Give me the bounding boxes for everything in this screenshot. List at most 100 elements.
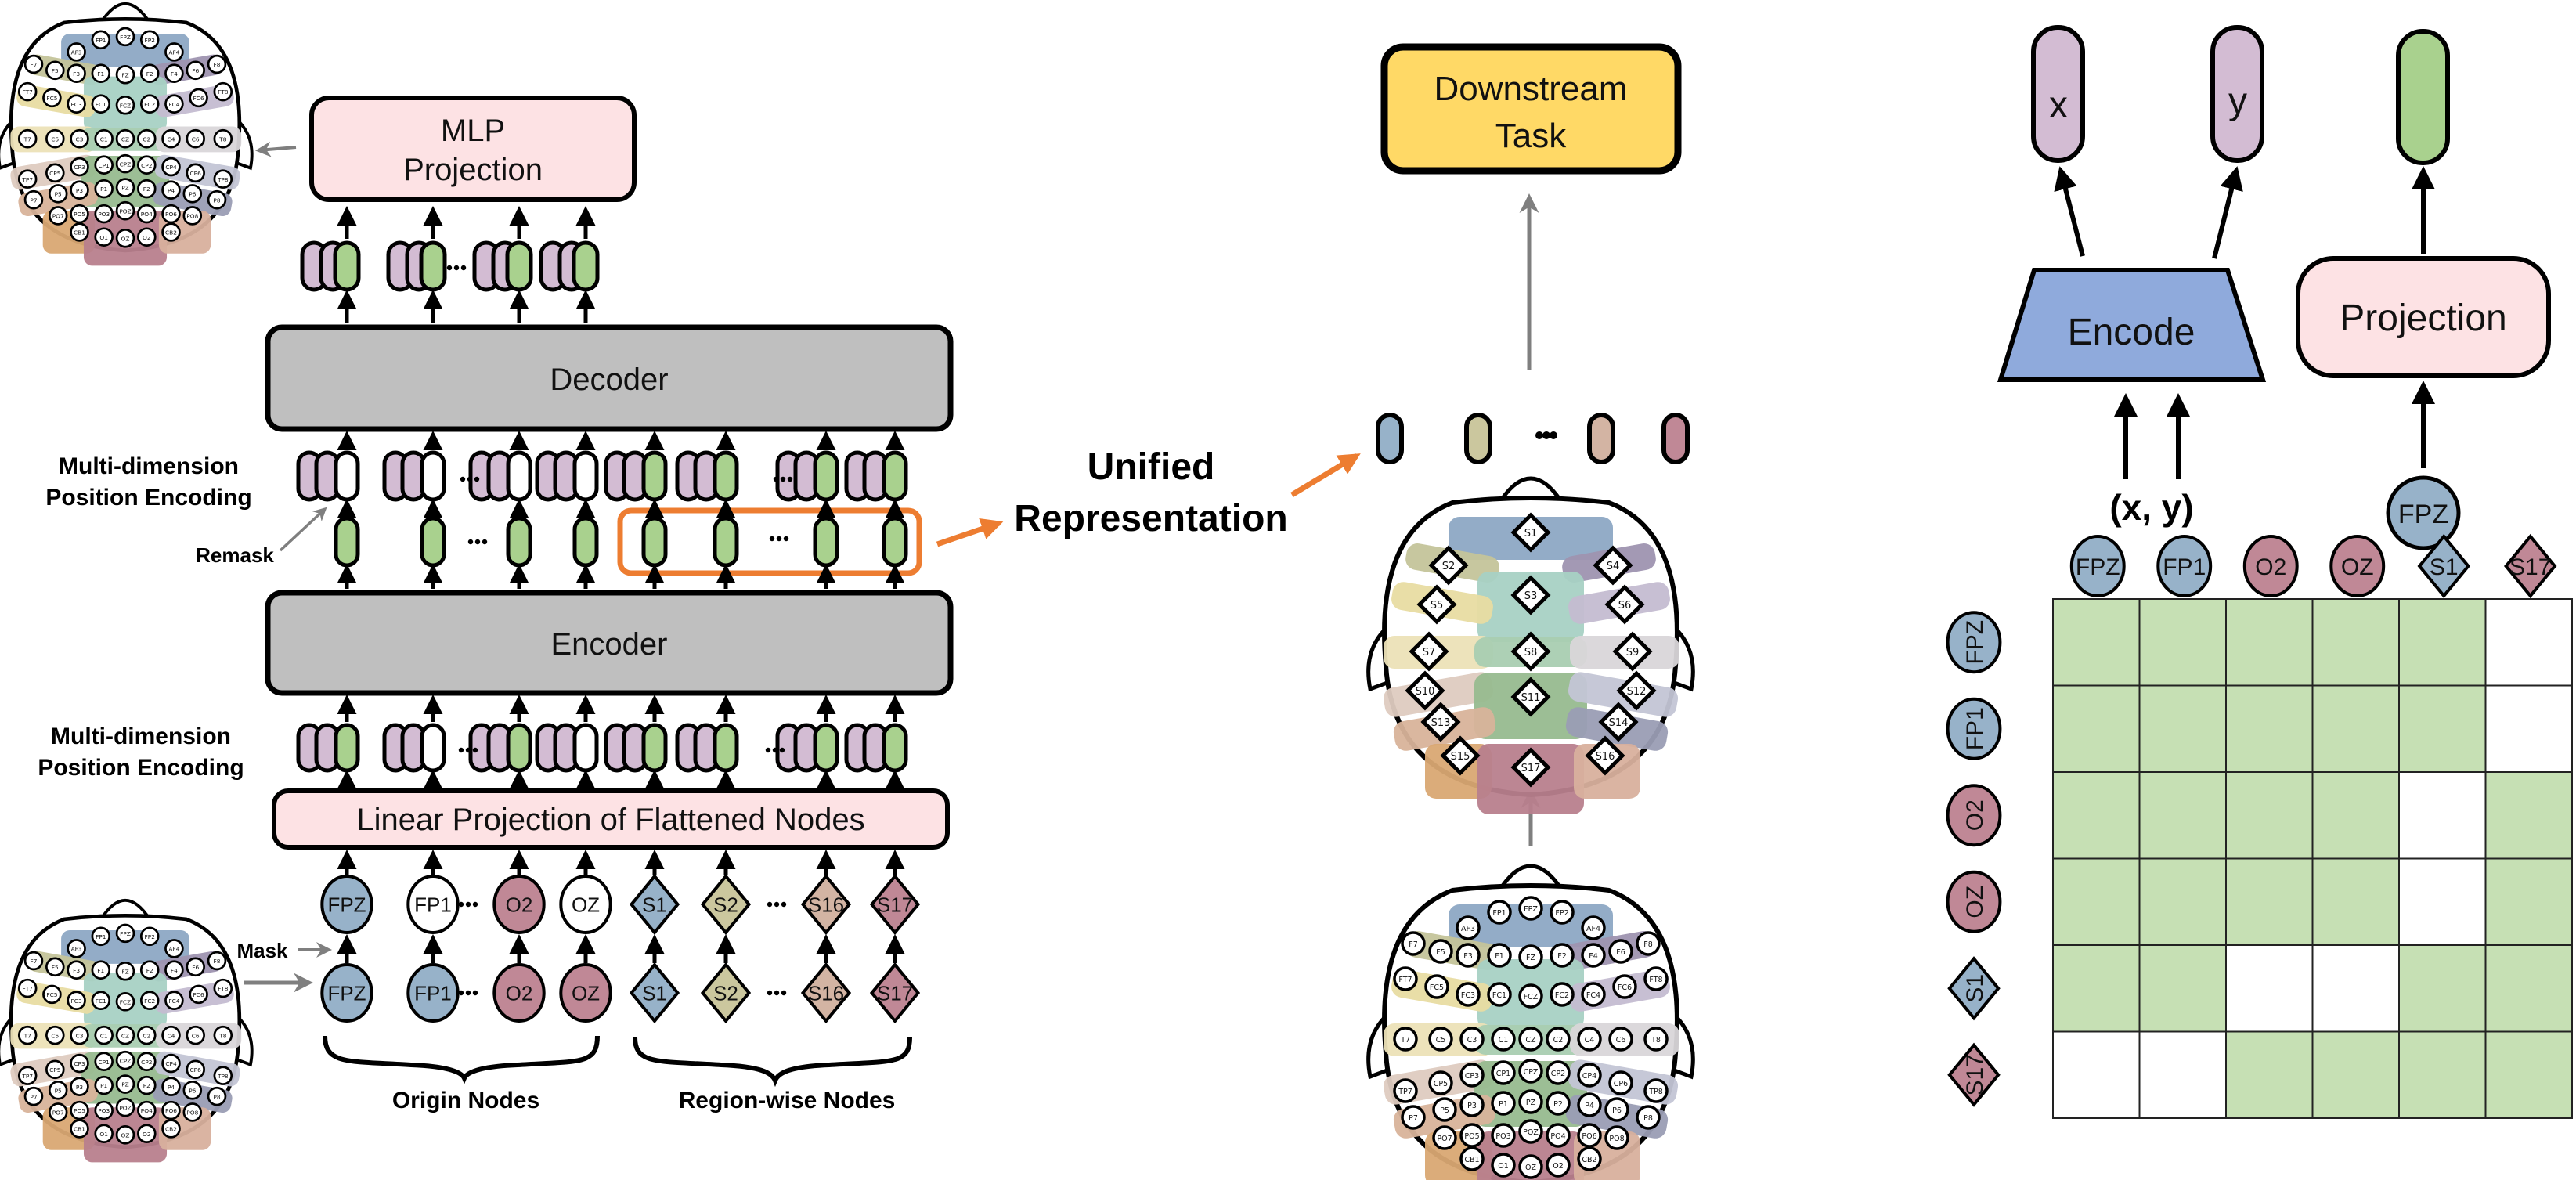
node-label: O2 [1962, 799, 1988, 831]
electrode-dot [161, 157, 181, 177]
electrode-ft7: FT7 [1393, 966, 1418, 991]
electrode-af4: AF4 [1581, 915, 1606, 940]
electrode-label: O1 [1498, 1162, 1509, 1171]
downstream-task-label-2: Task [1495, 117, 1567, 155]
electrode-dot [70, 128, 89, 149]
electrode-label: P8 [213, 197, 220, 204]
decoder-output-group [386, 240, 447, 292]
region-label: S1 [1524, 528, 1538, 539]
masked-node-o2: O2 [492, 875, 546, 934]
electrode-dot [17, 1066, 38, 1085]
electrode-p2: P2 [137, 1075, 157, 1095]
electrode-dot [115, 178, 135, 197]
electrode-f5: F5 [1428, 939, 1453, 964]
electrode-dot [42, 984, 62, 1005]
mask-column-header-o2: O2 [2242, 535, 2299, 597]
electrode-label: O2 [143, 1131, 151, 1138]
mask-cell-attend [2052, 598, 2141, 687]
region-label: S10 [1416, 686, 1435, 698]
electrode-p2: P2 [1546, 1091, 1571, 1116]
electrode-p3: P3 [70, 1077, 89, 1096]
electrode-dot [48, 206, 68, 226]
electrode-label: T8 [1651, 1036, 1661, 1045]
electrode-dot [91, 960, 111, 980]
electrode-label: CP2 [141, 162, 152, 169]
electrode-p5: P5 [48, 1081, 68, 1100]
electrode-dot [161, 222, 181, 242]
electrode-dot [182, 206, 203, 226]
electrode-label: T7 [23, 1032, 32, 1039]
electrode-dot [1456, 943, 1481, 968]
decoder-output-group [539, 240, 600, 292]
electrode-label: FC4 [1586, 991, 1600, 1000]
electrode-fc6: FC6 [189, 984, 208, 1005]
electrode-p8: P8 [207, 189, 227, 210]
electrode-cp3: CP3 [70, 157, 89, 177]
electrode-label: CP4 [1582, 1072, 1596, 1081]
electrode-dot [1546, 1060, 1571, 1085]
electrode-label: PZ [121, 1081, 129, 1088]
electrode-c3: C3 [1459, 1027, 1485, 1052]
electrode-label: C4 [168, 1032, 175, 1039]
input-node-o2: O2 [492, 963, 546, 1023]
region-label: S2 [1442, 561, 1456, 572]
electrode-po8: PO8 [182, 206, 203, 226]
mask-cell-attend [2484, 771, 2573, 860]
region-diamond [1616, 670, 1657, 711]
electrode-c1: C1 [1491, 1027, 1516, 1052]
electrode-label: P2 [1553, 1100, 1563, 1109]
electrode-dot [1577, 1063, 1602, 1088]
electrode-label: P7 [30, 197, 37, 204]
electrode-fp2: FP2 [139, 30, 160, 50]
ellipsis-dot [458, 990, 464, 996]
masked-node-oz: OZ [559, 875, 612, 934]
electrode-po4: PO4 [137, 1100, 157, 1120]
electrode-label: AF4 [168, 946, 179, 953]
electrode-dot [213, 169, 233, 189]
region-node-s16: S16 [1585, 735, 1625, 776]
electrode-tp8: TP8 [213, 1066, 233, 1085]
electrode-label: C1 [100, 135, 108, 143]
electrode-dot [115, 64, 135, 85]
ellipsis-dot [783, 536, 789, 542]
electrode-dot [45, 1059, 65, 1080]
reconstruct-arrow [255, 141, 297, 157]
electrode-label: F1 [1495, 952, 1504, 961]
electrode-dot [1487, 943, 1512, 968]
feature-token [506, 450, 532, 502]
electrode-label: P6 [1612, 1106, 1622, 1115]
region-label: S11 [1521, 692, 1541, 704]
electrode-label: PO5 [1464, 1132, 1479, 1141]
electrode-label: P3 [76, 1084, 83, 1091]
electrode-label: FC1 [1492, 991, 1506, 1000]
electrode-dot [161, 1100, 181, 1120]
electrode-dot [139, 30, 160, 50]
node-diamond [800, 962, 852, 1024]
electrode-label: PO4 [141, 211, 153, 218]
mask-column-header-s17: S17 [2504, 533, 2557, 599]
mask-row-header-fpz: FPZ [1946, 611, 2002, 674]
electrode-dot [17, 1025, 38, 1045]
electrode-label: CP1 [99, 162, 110, 169]
position-encoding-bottom-label-2: Position Encoding [38, 755, 244, 781]
electrode-dot [137, 1025, 157, 1045]
electrode-dot [182, 1081, 203, 1100]
electrode-label: FC3 [71, 101, 82, 108]
electrode-dot [137, 179, 157, 199]
electrode-fc3: FC3 [67, 94, 86, 114]
electrode-dot [161, 1077, 181, 1096]
electrode-dot [139, 960, 160, 980]
electrode-o2: O2 [1546, 1153, 1571, 1178]
mask-row-header-s1: S1 [1947, 956, 2001, 1021]
electrode-dot [213, 1066, 233, 1085]
electrode-label: O1 [99, 234, 108, 241]
masked-node-fpz: FPZ [320, 875, 373, 934]
electrode-dot [1577, 1146, 1602, 1171]
ellipsis-dot [1542, 431, 1550, 439]
mask-cell-attend [2225, 1030, 2314, 1119]
electrode-label: FC1 [96, 998, 106, 1005]
electrode-fc5: FC5 [42, 984, 62, 1005]
electrode-dot [45, 1025, 65, 1045]
electrode-dot [1491, 1027, 1516, 1052]
